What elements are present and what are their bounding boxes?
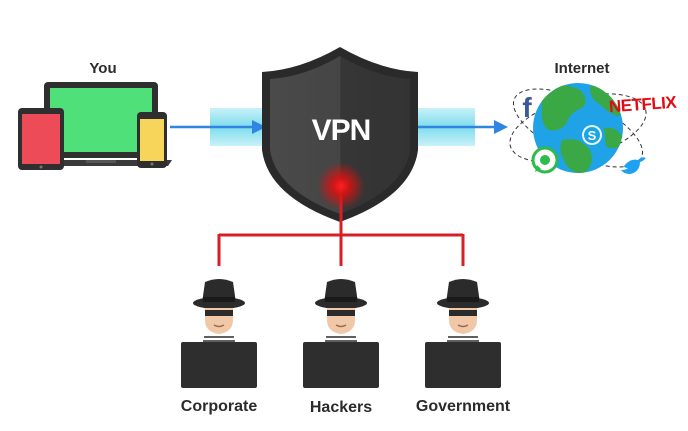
twitter-icon	[621, 157, 646, 174]
internet-label: Internet	[554, 60, 609, 77]
traffic-arrows	[170, 120, 508, 134]
spy-government	[424, 278, 502, 389]
spy-icon	[302, 278, 380, 389]
tablet-icon	[18, 108, 64, 170]
spy-icon	[180, 278, 258, 389]
government-label: Government	[416, 398, 511, 415]
laptop-icon	[30, 82, 172, 166]
svg-text:NETFLIX: NETFLIX	[608, 93, 678, 117]
spy-hackers	[302, 278, 380, 389]
spy-icon	[424, 278, 502, 389]
shield-icon: VPN	[262, 47, 418, 222]
whatsapp-icon	[531, 146, 559, 174]
vpn-label: VPN	[312, 114, 371, 147]
skype-icon: S	[582, 125, 602, 145]
you-label: You	[89, 60, 116, 77]
globe-icon	[509, 83, 647, 173]
leak-point-glow	[317, 162, 365, 210]
svg-text:f: f	[522, 92, 532, 123]
hackers-label: Hackers	[310, 399, 372, 416]
spy-corporate	[180, 278, 258, 389]
netflix-logo: NETFLIX	[608, 93, 678, 117]
devices-group	[18, 82, 172, 170]
phone-icon	[137, 112, 167, 168]
facebook-icon: f	[522, 92, 532, 123]
corporate-label: Corporate	[181, 398, 258, 415]
svg-text:S: S	[588, 128, 597, 143]
